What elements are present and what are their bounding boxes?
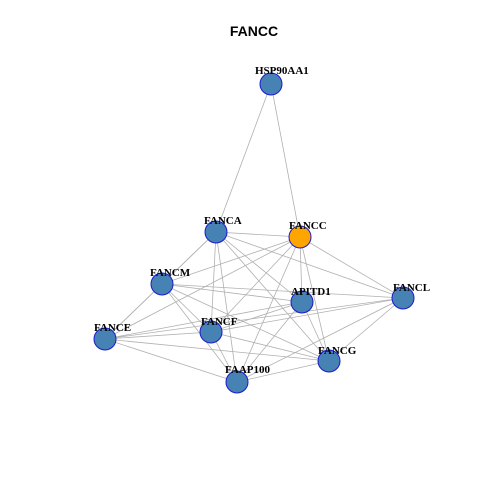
node-label-fancg: FANCG [318,345,357,357]
edge-fanca-faap100 [215,231,238,383]
edge-fancl-fance [104,297,404,340]
graph-title: FANCC [230,23,278,39]
node-label-faap100: FAAP100 [225,364,271,376]
edge-apitd1-fance [104,301,303,340]
edge-fancm-fance [104,283,163,340]
edge-fance-fancg [104,338,330,362]
edge-fancc-fancm [161,236,301,285]
node-label-fancc: FANCC [289,220,327,232]
edge-fancc-faap100 [236,236,301,383]
edge-fancm-fancg [161,283,330,362]
edge-apitd1-fancf [210,301,303,333]
edge-fancl-fancg [328,297,404,362]
node-fance [93,327,117,351]
node-label-fancl: FANCL [393,282,430,294]
edge-fancc-fancl [299,236,404,299]
edge-fancm-apitd1 [161,283,303,303]
edge-fancl-fancf [210,297,404,333]
edge-fancf-fancg [210,331,330,362]
edge-fancm-fancl [161,283,404,299]
nodes-layer [93,72,415,394]
node-label-hsp90aa1: HSP90AA1 [255,65,309,77]
edge-fanca-fancg [215,231,330,362]
node-fancf [199,320,223,344]
edge-fanca-apitd1 [215,231,303,303]
node-fancm [150,272,174,296]
node-faap100 [225,370,249,394]
node-hsp90aa1 [259,72,283,96]
node-label-fance: FANCE [94,322,131,334]
edge-apitd1-faap100 [236,301,303,383]
edge-fancg-faap100 [236,360,330,383]
edge-fance-faap100 [104,338,238,383]
node-label-fancm: FANCM [150,267,191,279]
edge-fance-fancf [104,331,212,340]
edge-fancl-faap100 [236,297,404,383]
edge-hsp90aa1-fancc [270,83,301,238]
edge-fanca-fancl [215,231,404,299]
edge-fancc-fance [104,236,301,340]
edge-fancc-fancg [299,236,330,362]
edge-hsp90aa1-fanca [215,83,272,233]
node-label-fancf: FANCF [201,316,238,328]
edges-layer [104,83,404,383]
node-fanca [204,220,228,244]
node-fancl [391,286,415,310]
edge-fanca-fancc [215,231,301,238]
node-fancc [288,225,312,249]
node-label-fanca: FANCA [204,215,242,227]
node-label-apitd1: APITD1 [291,286,331,298]
node-fancg [317,349,341,373]
node-apitd1 [290,290,314,314]
